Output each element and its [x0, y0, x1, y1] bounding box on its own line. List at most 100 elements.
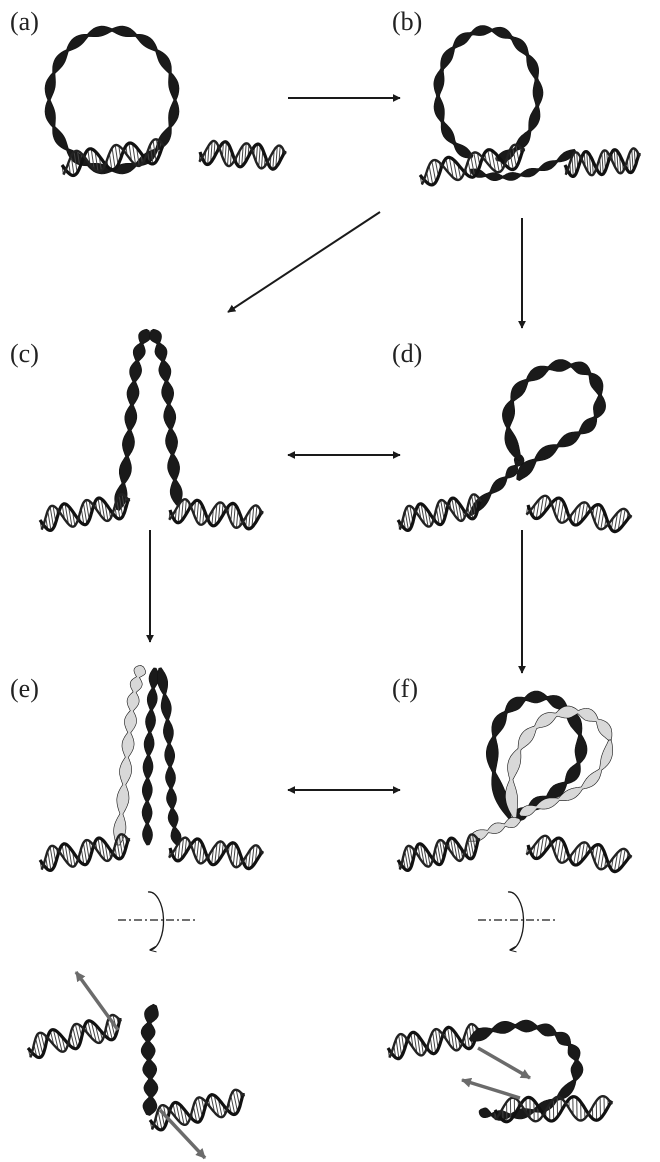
direction-arrow — [158, 1108, 207, 1160]
base-pair — [594, 844, 599, 863]
stem-ribbon — [467, 817, 521, 842]
dna-backbone — [168, 498, 264, 530]
dark-strand — [157, 667, 182, 846]
base-pair — [224, 142, 227, 163]
base-pair — [447, 1027, 451, 1046]
base-pair — [217, 841, 221, 862]
base-pair — [37, 1033, 44, 1055]
base-pair — [85, 840, 90, 860]
rotation-symbol-right — [478, 891, 558, 950]
dna-backbone — [198, 139, 287, 170]
base-pair — [451, 498, 456, 517]
base-pair — [490, 150, 496, 172]
base-pair — [118, 495, 124, 517]
dna-segment — [386, 1022, 481, 1061]
dna-backbone — [526, 496, 633, 534]
base-pair — [199, 503, 202, 525]
base-pair — [214, 843, 218, 865]
structure-d — [396, 359, 633, 534]
base-pair — [470, 155, 476, 177]
base-pair — [473, 152, 478, 173]
base-pair — [448, 157, 454, 178]
base-pair — [601, 152, 604, 174]
dna-segment — [168, 498, 264, 531]
base-pair — [217, 502, 221, 523]
direction-arrow — [74, 970, 120, 1032]
base-pair — [576, 843, 582, 865]
light-loop-ribbon — [518, 739, 614, 817]
base-pair — [629, 153, 632, 173]
base-pair — [556, 498, 562, 519]
panel-label-e: (e) — [10, 674, 39, 703]
dna-backbone — [525, 494, 632, 531]
base-pair — [420, 503, 426, 525]
base-pair — [90, 148, 95, 170]
base-pair — [97, 838, 102, 857]
base-pair — [429, 1037, 434, 1054]
structure-c — [38, 328, 264, 533]
dark-strand — [141, 667, 160, 846]
base-pair — [450, 838, 455, 857]
base-pair — [230, 503, 233, 522]
dna-backbone — [168, 837, 265, 871]
base-pair — [586, 151, 589, 173]
base-pair — [631, 149, 634, 171]
dna-backbone — [29, 1013, 122, 1058]
base-pair — [573, 508, 577, 525]
base-pair — [214, 504, 218, 526]
base-pair — [573, 152, 577, 175]
base-pair — [597, 506, 602, 528]
base-pair — [452, 838, 458, 860]
base-pair — [128, 143, 133, 162]
base-pair — [437, 502, 443, 524]
dna-backbone — [168, 498, 264, 531]
base-pair — [248, 509, 251, 529]
base-pair — [177, 841, 181, 861]
base-pair — [559, 501, 564, 523]
dna-segment — [38, 493, 131, 533]
base-pair — [70, 155, 75, 176]
base-pair — [535, 499, 540, 519]
tail-ribbon — [469, 148, 576, 181]
structure-a — [44, 25, 287, 178]
base-pair — [232, 1090, 239, 1113]
dna-backbone — [40, 493, 131, 531]
base-pair — [509, 150, 514, 170]
dna-backbone — [526, 836, 633, 874]
base-pair — [210, 141, 213, 163]
panel-label-a: (a) — [10, 7, 39, 36]
base-pair — [573, 848, 577, 865]
base-pair — [416, 1034, 421, 1056]
base-pair — [258, 145, 261, 167]
base-pair — [196, 500, 200, 522]
dna-backbone — [420, 143, 526, 186]
base-pair — [116, 839, 121, 859]
dna-segment — [396, 493, 483, 533]
base-pair — [152, 140, 157, 162]
dna-backbone — [150, 1088, 246, 1131]
base-pair — [82, 502, 88, 524]
dna-backbone — [564, 147, 641, 177]
base-pair — [445, 158, 450, 173]
base-pair — [404, 510, 409, 531]
dna-segment — [396, 833, 481, 873]
base-pair — [132, 143, 137, 165]
base-pair — [406, 846, 412, 868]
base-pair — [495, 153, 500, 173]
dna-backbone — [525, 834, 632, 871]
base-pair — [90, 1021, 97, 1043]
base-pair — [539, 496, 544, 518]
base-pair — [452, 159, 458, 180]
structure-f-rotated — [386, 1019, 614, 1124]
base-pair — [35, 1038, 41, 1058]
panel-label-d: (d) — [392, 339, 422, 368]
dna-backbone — [386, 1025, 481, 1061]
dna-segment — [563, 147, 642, 178]
base-pair — [251, 506, 255, 528]
dna-backbone — [388, 1022, 481, 1059]
base-pair — [423, 506, 429, 527]
dna-backbone — [40, 833, 131, 871]
dna-backbone — [418, 147, 526, 187]
base-pair — [72, 1026, 79, 1048]
base-pair — [49, 506, 55, 528]
